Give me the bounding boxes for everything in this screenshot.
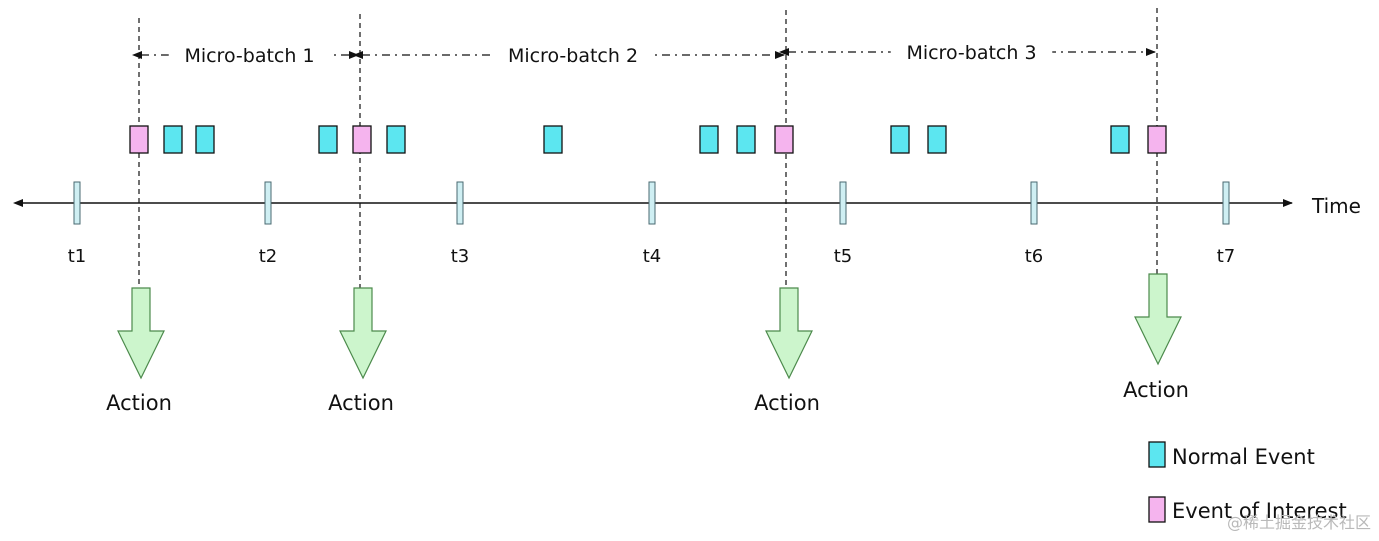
tick-mark (73, 181, 81, 225)
tick-label: t1 (68, 246, 87, 267)
micro-batch-spans: Micro-batch 1 Micro-batch 2 Micro-batch 3 (132, 38, 1156, 67)
tick-mark (264, 181, 272, 225)
tick-label: t2 (259, 246, 278, 267)
normal-event-marker (736, 125, 756, 154)
action-label: Action (1123, 378, 1189, 402)
legend: Normal Event Event of Interest (1148, 441, 1347, 523)
normal-event-marker (543, 125, 563, 154)
tick-label: t7 (1217, 246, 1236, 267)
micro-batch-label-bg (492, 41, 654, 67)
normal-event-marker (699, 125, 719, 154)
action-arrow-icon (765, 287, 813, 380)
tick-label: t6 (1025, 246, 1044, 267)
event-of-interest-marker (352, 125, 372, 154)
tick-mark (648, 181, 656, 225)
tick-label: t5 (834, 246, 853, 267)
normal-event-marker (1110, 125, 1130, 154)
normal-event-marker (927, 125, 947, 154)
micro-batch-label-bg (168, 41, 331, 67)
action-arrow-icon (339, 287, 387, 380)
micro-batch-label: Micro-batch 3 (906, 42, 1036, 64)
tick-label: t3 (451, 246, 470, 267)
micro-batch-label: Micro-batch 2 (508, 45, 638, 67)
action-arrow-icon (1134, 273, 1182, 366)
tick-mark (839, 181, 847, 225)
time-axis-label: Time (1311, 194, 1361, 218)
legend-normal-swatch (1148, 441, 1166, 468)
micro-batch-label-bg (890, 38, 1053, 64)
normal-event-marker (386, 125, 406, 154)
legend-normal-label: Normal Event (1172, 445, 1315, 469)
micro-batch-label: Micro-batch 1 (184, 45, 314, 67)
event-markers (129, 125, 1167, 154)
legend-interest-swatch (1148, 496, 1166, 523)
watermark: @稀土掘金技术社区 (1226, 513, 1371, 532)
tick-mark (456, 181, 464, 225)
legend-interest-label: Event of Interest (1172, 499, 1347, 523)
action-label: Action (754, 391, 820, 415)
action-arrow-icon (117, 287, 165, 380)
tick-mark (1222, 181, 1230, 225)
action-label: Action (328, 391, 394, 415)
tick-mark (1030, 181, 1038, 225)
tick-marks: t1 t2 t3 t4 t5 t6 t7 (68, 181, 1236, 267)
normal-event-marker (163, 125, 183, 154)
event-of-interest-marker (129, 125, 149, 154)
normal-event-marker (318, 125, 338, 154)
normal-event-marker (195, 125, 215, 154)
event-of-interest-marker (774, 125, 794, 154)
tick-label: t4 (643, 246, 662, 267)
event-of-interest-marker (1147, 125, 1167, 154)
normal-event-marker (890, 125, 910, 154)
action-label: Action (106, 391, 172, 415)
